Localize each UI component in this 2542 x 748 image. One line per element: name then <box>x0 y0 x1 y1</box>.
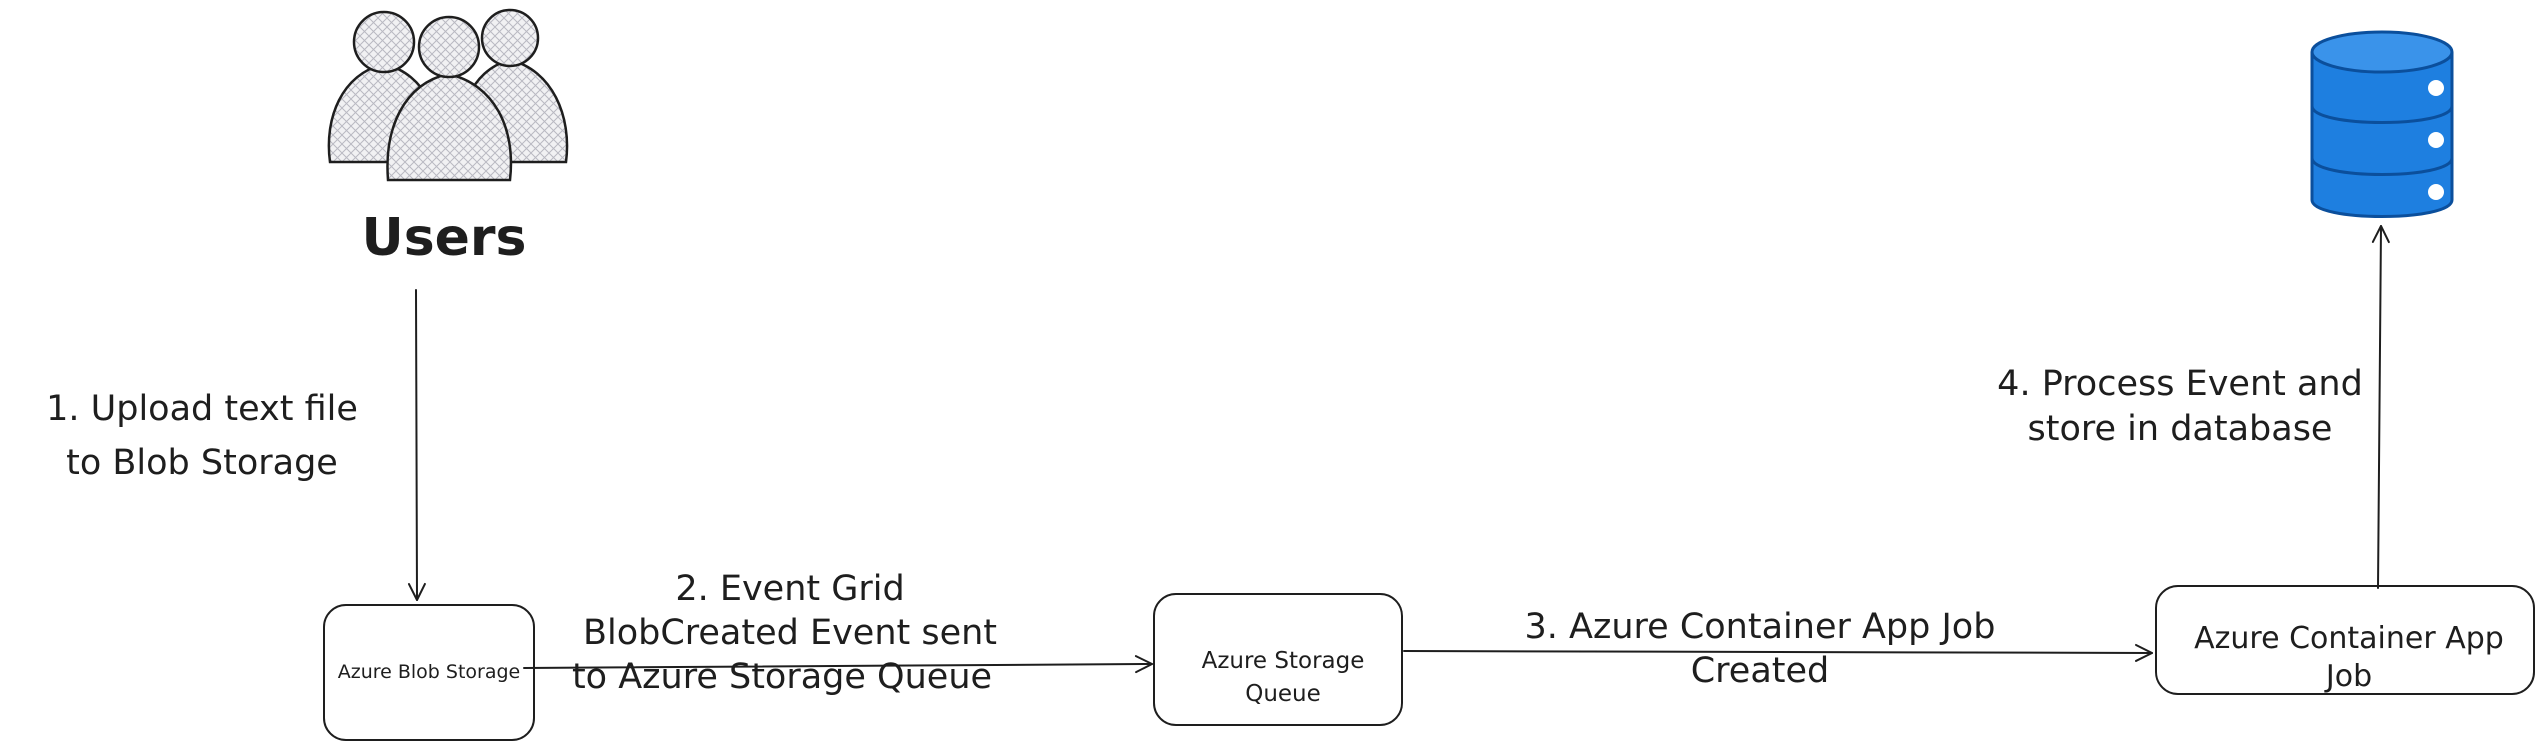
database-top <box>2310 30 2454 74</box>
svg-text:1. Upload text file: 1. Upload text file <box>46 389 358 429</box>
step1-label: 1. Upload text file to Blob Storage <box>46 389 358 483</box>
edge-queue-to-job <box>1403 643 2153 662</box>
user-figure-center <box>386 15 513 182</box>
edge-users-to-blob <box>407 289 426 601</box>
svg-text:Job: Job <box>2324 659 2372 694</box>
svg-text:2. Event Grid: 2. Event Grid <box>675 569 904 609</box>
database-dot-2 <box>2428 132 2444 148</box>
database-band-1 <box>2310 105 2454 124</box>
svg-text:Azure Blob Storage: Azure Blob Storage <box>338 661 521 683</box>
svg-text:to Blob Storage: to Blob Storage <box>66 443 338 483</box>
svg-text:4. Process Event and: 4. Process Event and <box>1997 364 2363 404</box>
database-dot-1 <box>2428 80 2444 96</box>
svg-text:3. Azure Container App Job: 3. Azure Container App Job <box>1525 607 1996 647</box>
step4-label: 4. Process Event and store in database <box>1997 364 2363 449</box>
svg-text:store in database: store in database <box>2028 409 2333 449</box>
users-label: Users <box>361 208 526 268</box>
svg-text:to Azure Storage Queue: to Azure Storage Queue <box>572 657 992 697</box>
step2-label: 2. Event Grid BlobCreated Event sent to … <box>572 569 997 697</box>
svg-text:Azure Storage: Azure Storage <box>1202 648 1365 674</box>
database-dot-3 <box>2428 184 2444 200</box>
users-group-icon <box>327 8 569 182</box>
node-azure-blob-storage[interactable]: Azure Blob Storage <box>323 604 535 741</box>
edge-job-to-database <box>2371 225 2390 589</box>
svg-text:Queue: Queue <box>1245 681 1321 707</box>
node-azure-container-app-job[interactable]: Azure Container App Job <box>2155 585 2535 695</box>
edge-blob-to-queue <box>523 655 1153 674</box>
step3-label: 3. Azure Container App Job Created <box>1525 607 1996 691</box>
database-icon <box>2310 30 2454 218</box>
node-azure-storage-queue[interactable]: Azure Storage Queue <box>1153 593 1403 726</box>
database-band-2 <box>2310 157 2454 176</box>
database-body <box>2310 52 2454 218</box>
svg-text:BlobCreated Event sent: BlobCreated Event sent <box>583 613 997 653</box>
svg-text:Azure Container App: Azure Container App <box>2194 621 2504 656</box>
svg-text:Created: Created <box>1691 651 1830 691</box>
